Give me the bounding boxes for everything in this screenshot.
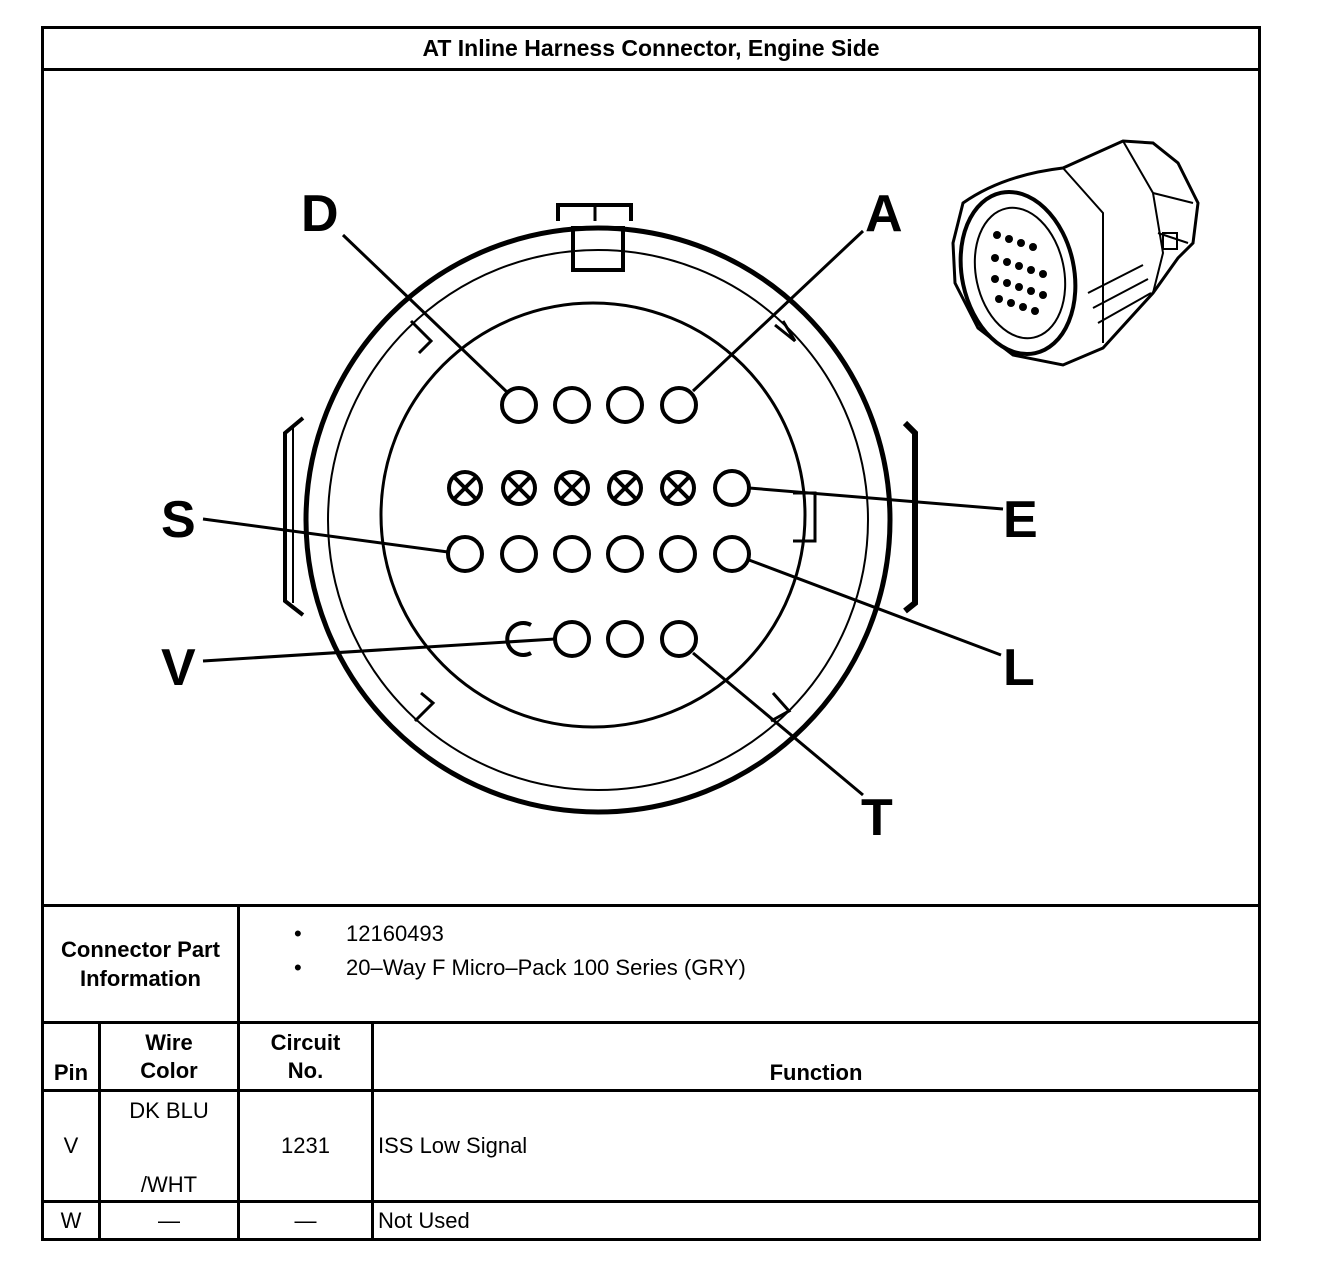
connector-pin-field [379, 301, 807, 729]
right-flange [902, 420, 918, 614]
table-cell-pin: W [60, 1207, 82, 1233]
pin-cavity [446, 535, 484, 573]
pin-label-e: E [1003, 491, 1038, 549]
leader-line-v [202, 637, 556, 663]
wire-color-line1: DK BLU [129, 1098, 209, 1123]
pin-cavity-plugged [501, 470, 537, 506]
connector-part-label-line2: Information [80, 966, 201, 991]
header-circuit-line1: Circuit [270, 1029, 341, 1055]
pin-label-v: V [161, 639, 196, 697]
connector-inner-shell [327, 249, 869, 791]
leader-line-l [748, 558, 1002, 657]
pin-cavity-plugged [447, 470, 483, 506]
key-lower-right [770, 692, 792, 723]
leader-line-s [202, 517, 449, 554]
connector-part-label-line1: Connector Part [61, 937, 220, 962]
pin-cavity-plugged [554, 470, 590, 506]
pin-cavity-plugged [607, 470, 643, 506]
header-function: Function [769, 1060, 863, 1085]
part-number: 12160493 [346, 921, 444, 946]
key-upper-right [774, 320, 797, 343]
leader-line-a [691, 229, 865, 393]
connector-part-info-label: Connector Part Information [44, 907, 237, 1021]
pin-label-l: L [1003, 639, 1035, 697]
pin-cavity [659, 535, 697, 573]
part-description: 20–Way F Micro–Pack 100 Series (GRY) [346, 955, 746, 980]
connector-face-diagram: D A S E V L T [161, 139, 1200, 847]
connector-outer-shell [303, 225, 893, 815]
connector-part-info-list: •12160493 •20–Way F Micro–Pack 100 Serie… [294, 917, 746, 985]
list-item: •20–Way F Micro–Pack 100 Series (GRY) [294, 951, 746, 985]
page-title: AT Inline Harness Connector, Engine Side [44, 29, 1258, 71]
pin-cavity-plugged [660, 470, 696, 506]
latch-tab [571, 226, 625, 272]
pin-cavity [713, 469, 751, 507]
wire-color-line2: /WHT [140, 1172, 198, 1197]
list-item: •12160493 [294, 917, 746, 951]
header-wire-color: Wire Color [101, 1024, 237, 1089]
pin-cavity [553, 535, 591, 573]
header-circuit-no: Circuit No. [240, 1024, 371, 1089]
key-lower-left [413, 691, 436, 723]
divider [44, 1200, 1258, 1203]
divider [44, 904, 1258, 907]
pin-cavity [606, 620, 644, 658]
pin-cavity-partial [505, 621, 532, 657]
table-cell-circuit: 1231 [281, 1133, 330, 1158]
table-cell-circuit: — [294, 1207, 317, 1233]
divider [237, 1021, 240, 1238]
pin-label-a: A [865, 185, 903, 243]
header-wire-color-line1: Wire [145, 1029, 193, 1055]
pin-cavity [606, 386, 644, 424]
leader-line-t [692, 651, 864, 797]
pin-label-t: T [861, 789, 893, 847]
table-cell-function: ISS Low Signal [378, 1133, 528, 1158]
left-flange [283, 416, 305, 617]
pin-cavity [553, 620, 591, 658]
header-wire-color-line2: Color [140, 1057, 198, 1083]
pin-cavity [553, 386, 591, 424]
table-cell-pin: V [63, 1133, 79, 1158]
leader-line-d [341, 233, 510, 395]
divider [371, 1021, 374, 1238]
pin-cavity [606, 535, 644, 573]
leader-line-e [748, 486, 1004, 511]
pin-cavity [660, 620, 698, 658]
pin-cavity [500, 535, 538, 573]
table-cell-wire-color: — [158, 1207, 180, 1233]
header-circuit-line2: No. [287, 1057, 324, 1083]
header-pin: Pin [53, 1060, 89, 1085]
divider [237, 904, 240, 1021]
key-upper-left [409, 319, 434, 355]
connector-3d-illustration [951, 139, 1200, 367]
divider [98, 1021, 101, 1238]
connector-sheet: AT Inline Harness Connector, Engine Side [41, 26, 1261, 1241]
pin-cavity [500, 386, 538, 424]
pin-cavity [713, 535, 751, 573]
table-cell-wire-color: DK BLU /WHT [101, 1092, 237, 1200]
pin-label-d: D [301, 185, 339, 243]
table-cell-function: Not Used [378, 1207, 470, 1233]
pin-label-s: S [161, 491, 196, 549]
divider [44, 1089, 1258, 1092]
divider [44, 1021, 1258, 1024]
pin-cavity [660, 386, 698, 424]
